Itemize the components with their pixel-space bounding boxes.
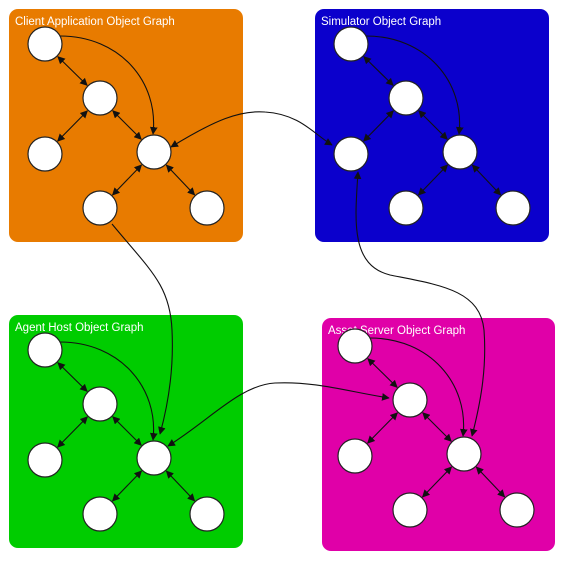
graph-node xyxy=(388,80,424,116)
edge-arrow xyxy=(57,56,88,86)
edge-arrow xyxy=(59,341,158,441)
edge-arrow xyxy=(111,223,173,435)
graph-node xyxy=(136,134,172,170)
graph-node xyxy=(27,26,63,62)
panel-title: Simulator Object Graph xyxy=(321,16,441,28)
edge-arrow xyxy=(365,35,464,135)
graph-node xyxy=(388,190,424,226)
graph-node xyxy=(27,442,63,478)
graph-node xyxy=(337,328,373,364)
edge-arrow xyxy=(111,164,143,196)
graph-node xyxy=(333,26,369,62)
edge-arrow xyxy=(112,416,142,446)
edge-arrow xyxy=(167,382,390,447)
graph-node xyxy=(333,136,369,172)
edge-arrow xyxy=(165,164,196,196)
graph-node xyxy=(337,438,373,474)
edge-arrow xyxy=(471,164,502,196)
edge-arrow xyxy=(363,110,394,142)
edge-arrow xyxy=(57,110,88,142)
panel-title: Agent Host Object Graph xyxy=(15,322,143,334)
panel-title: Client Application Object Graph xyxy=(15,16,175,28)
edge-arrow xyxy=(421,466,453,498)
graph-node xyxy=(392,382,428,418)
graph-node xyxy=(189,190,225,226)
edge-arrow xyxy=(475,466,506,498)
graph-node xyxy=(392,492,428,528)
edge-arrow xyxy=(353,171,486,437)
graph-node xyxy=(82,386,118,422)
graph-node xyxy=(27,332,63,368)
graph-node xyxy=(136,440,172,476)
edge-arrow xyxy=(170,111,333,148)
edge-arrow xyxy=(363,56,394,86)
graph-node xyxy=(82,190,118,226)
edge-arrow xyxy=(57,362,88,392)
graph-node xyxy=(189,496,225,532)
edge-arrow xyxy=(165,470,196,502)
graph-node xyxy=(499,492,535,528)
graph-node xyxy=(82,80,118,116)
graph-node xyxy=(27,136,63,172)
edge-arrow xyxy=(57,416,88,448)
graph-node xyxy=(442,134,478,170)
edge-arrow xyxy=(59,35,158,135)
edge-arrow xyxy=(112,110,142,140)
graph-node xyxy=(82,496,118,532)
nodes xyxy=(27,26,535,532)
edge-arrow xyxy=(111,470,143,502)
edges xyxy=(57,35,506,502)
graph-node xyxy=(495,190,531,226)
edge-arrow xyxy=(418,110,448,140)
graph-node xyxy=(446,436,482,472)
